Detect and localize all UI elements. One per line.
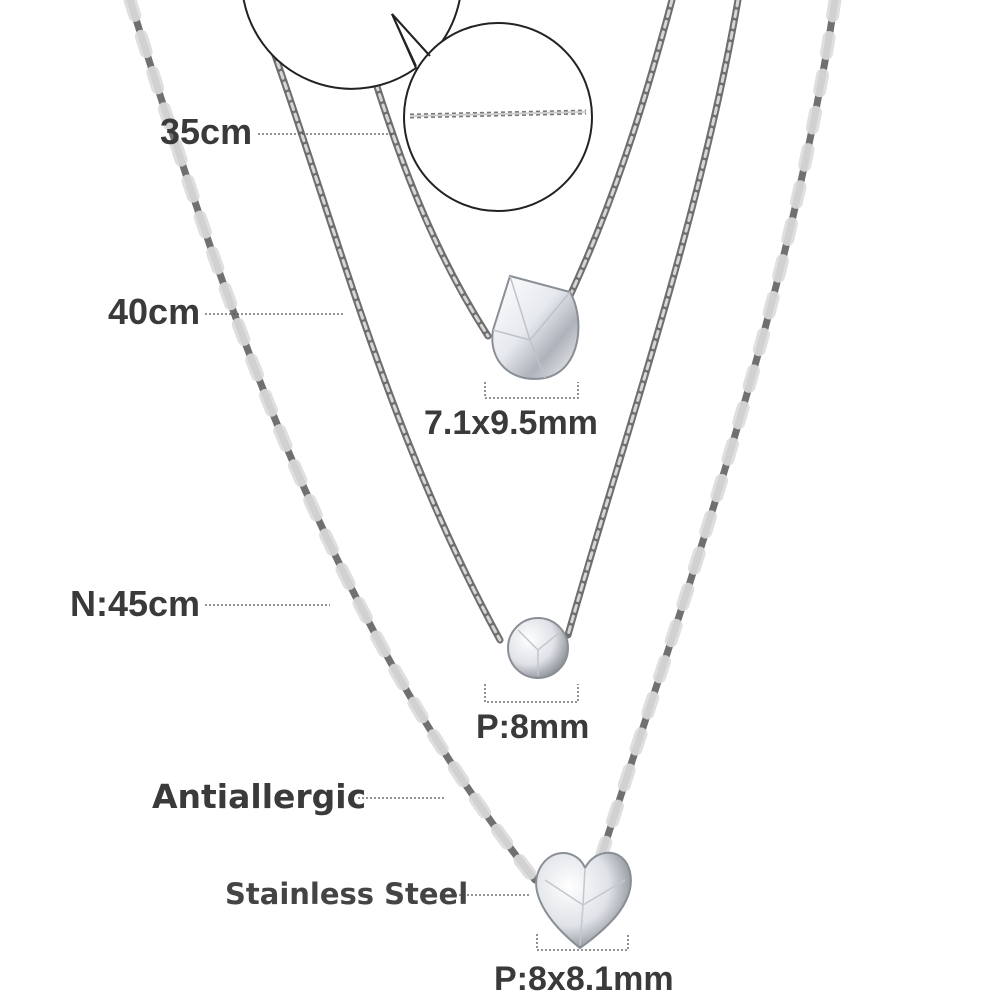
chain-detail-callout xyxy=(242,0,593,212)
round-size-label: P:8mm xyxy=(476,708,590,746)
round-pendant xyxy=(507,617,569,679)
chain-45cm xyxy=(123,0,842,887)
dimension-brackets xyxy=(484,382,629,951)
length-45cm-label: N:45cm xyxy=(70,583,201,624)
chain-40cm xyxy=(251,0,742,644)
heart-size-label: P:8x8.1mm xyxy=(494,960,674,998)
heart-pendant xyxy=(535,851,632,950)
teardrop-pendant xyxy=(491,274,580,380)
leader-lines xyxy=(205,133,530,896)
material-label: Stainless Steel xyxy=(225,877,469,911)
teardrop-size-label: 7.1x9.5mm xyxy=(424,404,598,442)
antiallergic-label: Antiallergic xyxy=(152,777,367,816)
length-35cm-label: 35cm xyxy=(160,111,253,152)
length-40cm-label: 40cm xyxy=(108,291,201,332)
